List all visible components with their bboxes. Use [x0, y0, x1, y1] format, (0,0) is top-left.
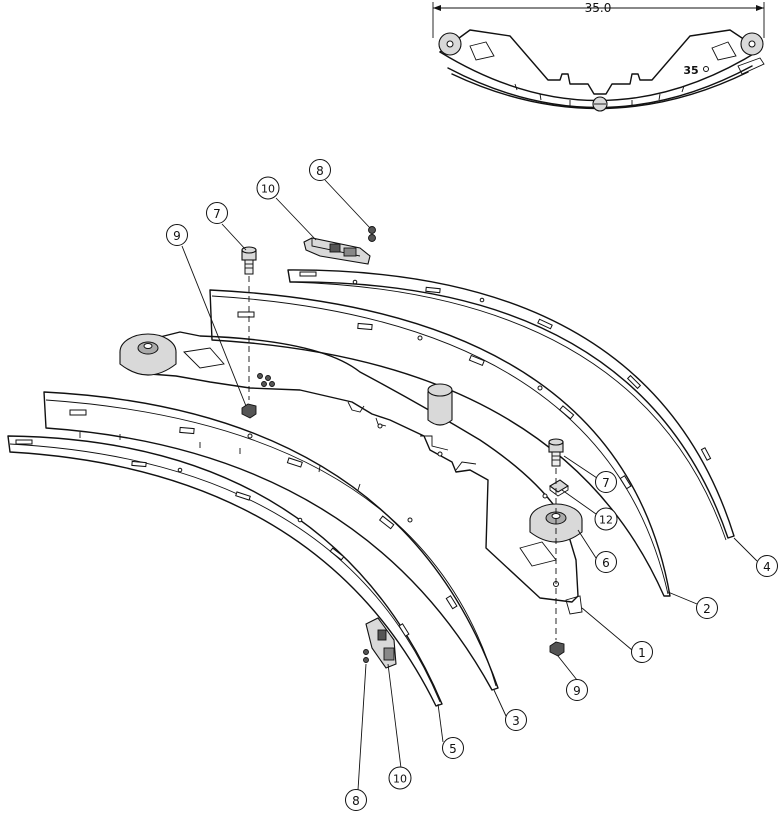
callout-8-bottom: 8 — [345, 789, 367, 811]
svg-text:10: 10 — [393, 773, 407, 786]
part-5-front-strip — [7, 435, 443, 707]
part-4-outer-strip — [287, 269, 735, 541]
svg-text:8: 8 — [352, 794, 360, 808]
callout-9-top: 9 — [166, 224, 188, 246]
latch-10-top — [303, 237, 371, 265]
part-1-center-plate — [127, 331, 583, 615]
nut-9-bottom — [549, 641, 565, 657]
svg-text:10: 10 — [261, 183, 275, 196]
svg-text:5: 5 — [449, 742, 457, 756]
bolt-7-top — [241, 246, 257, 400]
angle-label: 35 — [683, 64, 698, 77]
bolt-7-right — [548, 438, 564, 640]
overall-width-dimension: 35.0 — [585, 1, 612, 15]
svg-text:7: 7 — [602, 476, 610, 490]
callout-5: 5 — [442, 737, 464, 759]
callout-4: 4 — [756, 555, 778, 577]
part-3-curved-wall — [43, 391, 499, 691]
svg-text:8: 8 — [316, 164, 324, 178]
washer-12 — [549, 479, 569, 497]
callout-7-top: 7 — [206, 202, 228, 224]
svg-text:3: 3 — [512, 714, 520, 728]
nut-9-top — [241, 403, 257, 419]
leader-lines — [181, 179, 758, 791]
left-pulley — [119, 333, 177, 376]
callout-6: 6 — [595, 551, 617, 573]
callout-1: 1 — [631, 641, 653, 663]
svg-text:4: 4 — [763, 560, 771, 574]
nut-8-bottom — [363, 649, 369, 663]
nut-8-top — [368, 226, 376, 242]
svg-text:1: 1 — [638, 646, 646, 660]
callout-9-bottom: 9 — [566, 679, 588, 701]
svg-text:6: 6 — [602, 556, 610, 570]
svg-text:9: 9 — [173, 229, 181, 243]
svg-text:7: 7 — [213, 207, 221, 221]
assembled-view-inset: 35.0 35 — [432, 1, 765, 112]
part-2-curved-wall — [209, 289, 671, 597]
svg-text:9: 9 — [573, 684, 581, 698]
callout-10-bottom: 10 — [388, 766, 412, 790]
callout-10-top: 10 — [256, 176, 280, 200]
latch-10-bottom — [365, 617, 397, 669]
callout-12: 12 — [594, 507, 618, 531]
callout-7-right: 7 — [595, 471, 617, 493]
callout-2: 2 — [696, 597, 718, 619]
svg-text:12: 12 — [599, 514, 613, 527]
svg-text:2: 2 — [703, 602, 711, 616]
callout-8-top: 8 — [309, 159, 331, 181]
callout-3: 3 — [505, 709, 527, 731]
